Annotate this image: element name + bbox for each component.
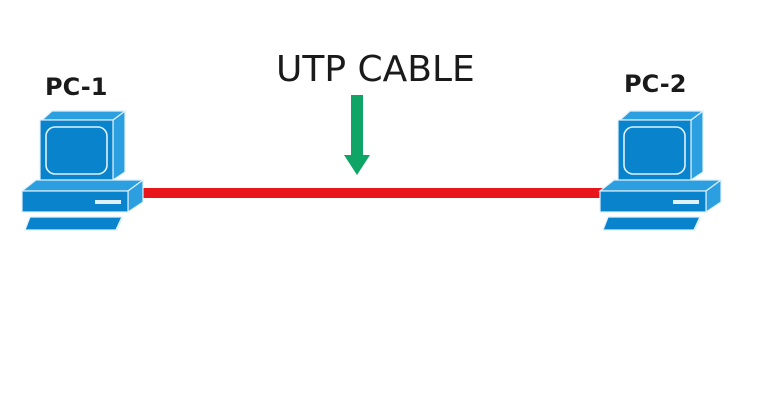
pc1-computer-icon [20, 109, 145, 231]
arrow-down-icon [344, 95, 370, 175]
utp-cable-label: UTP CABLE [276, 49, 475, 90]
pc1-label: PC-1 [45, 73, 108, 101]
pc2-label: PC-2 [624, 70, 687, 98]
pc2-computer-icon [598, 109, 723, 231]
